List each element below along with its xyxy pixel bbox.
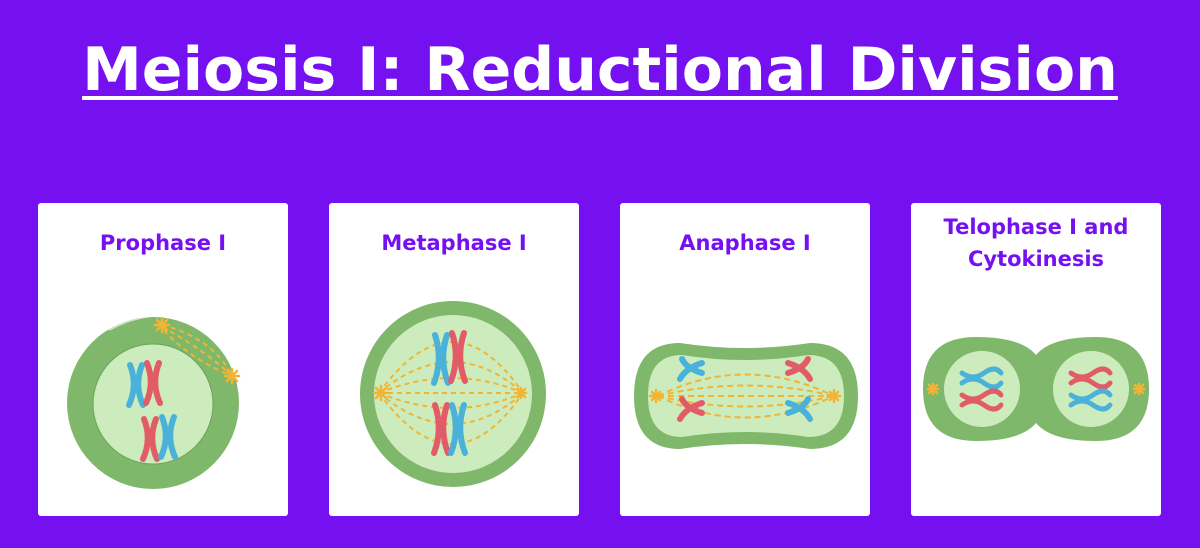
prophase-illustration [67,314,241,489]
card-label: Metaphase I [381,231,527,255]
card-label: Anaphase I [679,231,811,255]
metaphase-illustration [360,301,546,487]
card-metaphase-i: Metaphase I [329,203,579,516]
card-label: Telophase I and Cytokinesis [943,215,1129,271]
anaphase-illustration [634,343,858,449]
card-prophase-i: Prophase I [38,203,288,516]
card-label: Prophase I [99,231,227,255]
page-title: Meiosis I: Reductional Division [82,35,1118,105]
card-anaphase-i: Anaphase I [620,203,870,516]
telophase-illustration [923,337,1149,441]
card-telophase-i: Telophase I and Cytokinesis [911,203,1161,516]
